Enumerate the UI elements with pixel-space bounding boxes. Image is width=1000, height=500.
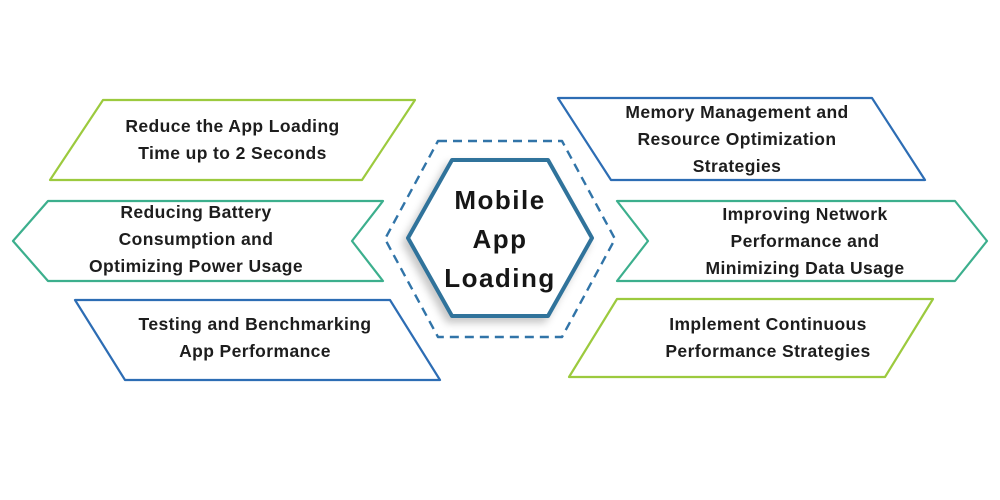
shape-reducing-battery: [11, 199, 385, 283]
center-title-line: Loading: [444, 263, 556, 293]
center-title-line: Mobile: [454, 185, 546, 215]
label-line: Reduce the App Loading: [125, 116, 340, 136]
label-line: Performance and: [730, 231, 880, 251]
label-line: Minimizing Data Usage: [705, 258, 905, 278]
label-line: Performance Strategies: [665, 341, 871, 361]
center-title: Mobile App Loading: [408, 181, 592, 298]
center-title-line: App: [472, 224, 528, 254]
label-improving-network: Improving Network Performance and Minimi…: [645, 201, 965, 282]
shape-testing-benchmarking: [73, 298, 442, 382]
label-testing-benchmarking: Testing and Benchmarking App Performance: [95, 311, 415, 365]
label-line: Strategies: [692, 156, 782, 176]
shape-reduce-loading-time: [48, 98, 417, 182]
label-line: Consumption and: [118, 229, 274, 249]
label-line: Implement Continuous: [669, 314, 867, 334]
label-reduce-loading-time: Reduce the App Loading Time up to 2 Seco…: [70, 113, 395, 167]
center-hexagon: [406, 158, 594, 318]
label-reducing-battery: Reducing Battery Consumption and Optimiz…: [36, 199, 356, 280]
label-line: Improving Network: [722, 204, 888, 224]
shape-improving-network: [615, 199, 989, 283]
label-line: Resource Optimization: [637, 129, 837, 149]
label-line: App Performance: [179, 341, 331, 361]
shape-continuous-performance: [567, 297, 935, 379]
shape-memory-management: [556, 96, 927, 182]
label-line: Time up to 2 Seconds: [138, 143, 327, 163]
label-line: Testing and Benchmarking: [138, 314, 372, 334]
label-line: Optimizing Power Usage: [89, 256, 303, 276]
label-line: Reducing Battery: [120, 202, 272, 222]
label-line: Memory Management and: [625, 102, 849, 122]
label-continuous-performance: Implement Continuous Performance Strateg…: [608, 311, 928, 365]
label-memory-management: Memory Management and Resource Optimizat…: [577, 99, 897, 180]
center-hexagon-dashed-border: [383, 139, 617, 339]
